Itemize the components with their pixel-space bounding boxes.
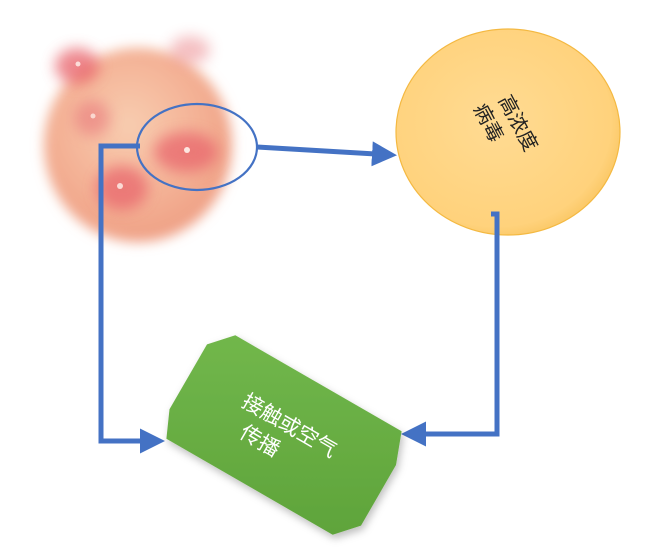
arrow-virus-to-transmission (401, 211, 500, 447)
arrow-lesion-to-virus (256, 141, 397, 167)
transmission-node (166, 335, 402, 535)
arrow-skin-to-transmission (98, 143, 165, 454)
virus-node: 高浓度 病毒 (395, 28, 621, 236)
virus-circle (395, 28, 621, 236)
transmission-shape (166, 335, 402, 535)
lesion-spot (170, 36, 210, 64)
